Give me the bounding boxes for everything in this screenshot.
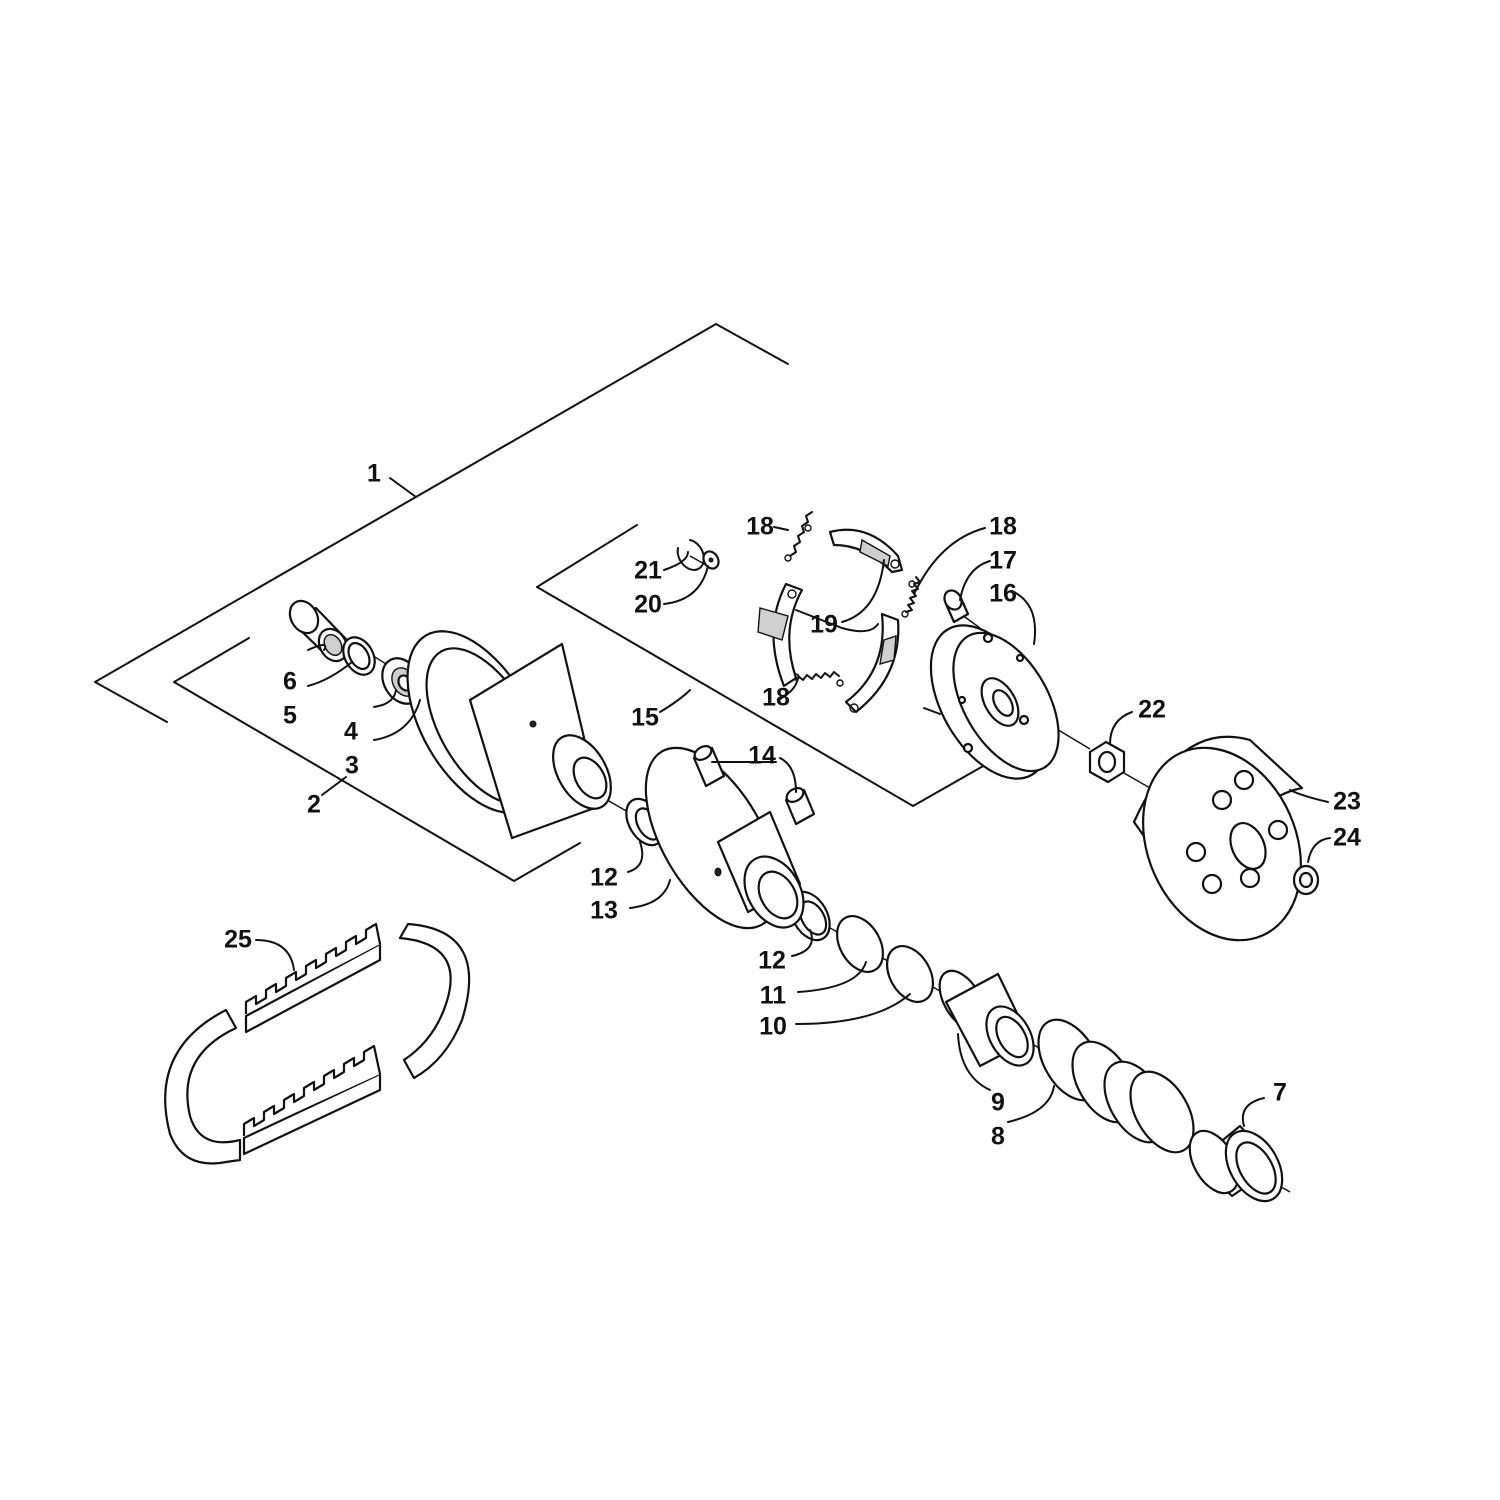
callout-21: 21: [634, 557, 662, 585]
callout-12-lower: 12: [758, 947, 786, 975]
callout-19: 19: [810, 611, 838, 639]
callout-17: 17: [989, 547, 1017, 575]
spring-part-18-right: [901, 576, 921, 618]
spring-part-18-top: [784, 511, 813, 562]
callout-18-top: 18: [746, 513, 774, 541]
callout-24: 24: [1333, 824, 1361, 852]
needle-bearing-part-6: [288, 599, 349, 663]
assembly-bracket-15: [536, 524, 986, 807]
flange-nut-part-24: [1292, 864, 1320, 896]
clutch-shoe-part-19-right: [844, 612, 900, 714]
callout-18-right: 18: [989, 513, 1017, 541]
callout-11: 11: [760, 982, 787, 1010]
disc-part-10: [885, 945, 935, 1003]
callout-20: 20: [634, 591, 662, 619]
clutch-carrier-part-16: [923, 624, 1060, 780]
circlip-part-21: [676, 539, 705, 571]
callout-14: 14: [748, 742, 776, 770]
callout-7: 7: [1273, 1079, 1287, 1107]
pin-part-14-a: [692, 745, 726, 788]
spring-part-18-bottom: [792, 671, 844, 687]
callout-9: 9: [991, 1089, 1005, 1117]
leader-lines: [255, 477, 1331, 1127]
callout-8: 8: [991, 1123, 1005, 1151]
coil-spring-part-8: [1037, 1018, 1195, 1154]
callout-16: 16: [989, 580, 1017, 608]
drive-sheave-part-3: [406, 630, 612, 840]
callout-10: 10: [759, 1013, 787, 1041]
callout-25: 25: [224, 926, 252, 954]
drive-belt-part-25: [164, 922, 471, 1165]
callout-18-bottom: 18: [762, 684, 790, 712]
callout-13: 13: [590, 897, 618, 925]
callout-12-upper: 12: [590, 864, 618, 892]
collar-part-17: [943, 589, 970, 624]
spring-seat-part-9: [938, 969, 1035, 1068]
callout-6: 6: [283, 668, 297, 696]
callout-labels: 1 2 3 4 5 6 7 8 9 10 11 12 12 13 14 15 1…: [224, 460, 1361, 1151]
clutch-drum-part-23: [1132, 735, 1304, 942]
washer-part-20: [702, 550, 720, 570]
callout-4: 4: [344, 718, 358, 746]
nut-part-22: [1088, 740, 1126, 784]
callout-2: 2: [307, 791, 321, 819]
collar-part-7: [1188, 1124, 1284, 1203]
pin-part-14-b: [784, 787, 816, 826]
callout-23: 23: [1333, 788, 1361, 816]
assembly-bracket-1: [94, 323, 789, 723]
snap-ring-part-5: [342, 636, 376, 676]
callout-3: 3: [345, 752, 359, 780]
driven-face-part-13: [644, 746, 805, 930]
callout-22: 22: [1138, 696, 1166, 724]
callout-1: 1: [367, 460, 381, 488]
clutch-shoe-part-19-top: [828, 528, 904, 574]
clutch-shoe-part-19-left: [757, 582, 804, 688]
disc-part-11: [835, 915, 885, 973]
assembly-bracket-2: [173, 637, 581, 882]
callout-5: 5: [283, 702, 297, 730]
callout-15: 15: [631, 704, 659, 732]
